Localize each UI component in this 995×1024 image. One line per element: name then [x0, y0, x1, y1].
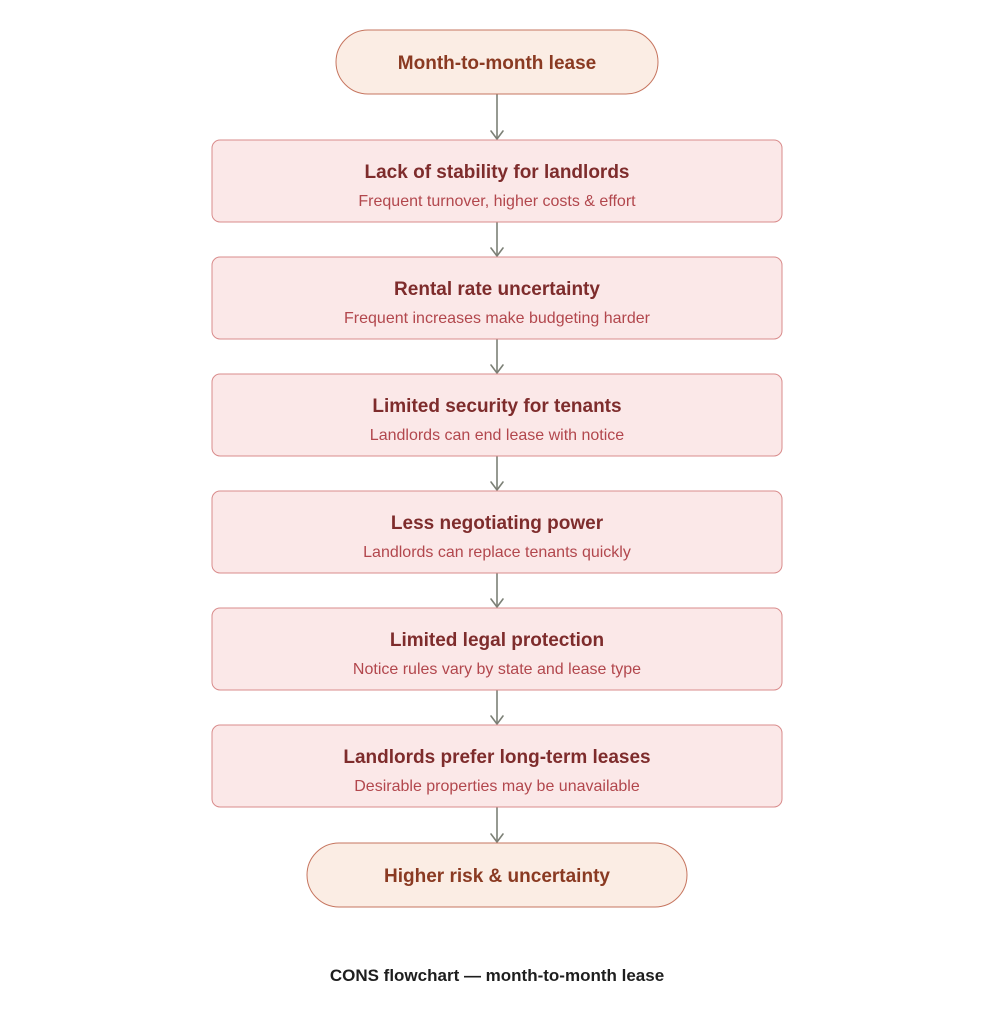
arrowhead-icon — [490, 130, 504, 140]
connector-start-step1 — [490, 94, 504, 140]
step-node-6: Landlords prefer long-term leases Desira… — [211, 724, 783, 808]
arrowhead-icon — [490, 715, 504, 725]
start-node: Month-to-month lease — [335, 29, 659, 95]
step-title: Limited legal protection — [390, 630, 604, 651]
step-title: Limited security for tenants — [372, 396, 621, 417]
step-title: Lack of stability for landlords — [365, 162, 630, 183]
step-subtitle: Landlords can end lease with notice — [370, 427, 624, 444]
connector-step5-step6 — [490, 690, 504, 725]
step-subtitle: Landlords can replace tenants quickly — [363, 544, 631, 561]
step-subtitle: Notice rules vary by state and lease typ… — [353, 661, 641, 678]
step-node-4: Less negotiating power Landlords can rep… — [211, 490, 783, 574]
connector-step3-step4 — [490, 456, 504, 491]
start-node-label: Month-to-month lease — [398, 53, 596, 74]
step-title: Less negotiating power — [391, 513, 604, 534]
connector-step1-step2 — [490, 222, 504, 257]
arrowhead-icon — [490, 481, 504, 491]
connector-step4-step5 — [490, 573, 504, 608]
connector-step2-step3 — [490, 339, 504, 374]
step-node-2: Rental rate uncertainty Frequent increas… — [211, 256, 783, 340]
step-title: Landlords prefer long-term leases — [343, 747, 650, 768]
step-node-3: Limited security for tenants Landlords c… — [211, 373, 783, 457]
arrowhead-icon — [490, 833, 504, 843]
arrowhead-icon — [490, 598, 504, 608]
connector-step6-end — [490, 807, 504, 843]
arrowhead-icon — [490, 247, 504, 257]
step-node-1: Lack of stability for landlords Frequent… — [211, 139, 783, 223]
step-title: Rental rate uncertainty — [394, 279, 600, 300]
step-node-5: Limited legal protection Notice rules va… — [211, 607, 783, 691]
diagram-caption: CONS flowchart — month-to-month lease — [330, 966, 664, 985]
step-subtitle: Frequent turnover, higher costs & effort — [358, 193, 636, 210]
arrowhead-icon — [490, 364, 504, 374]
step-subtitle: Desirable properties may be unavailable — [354, 778, 640, 795]
end-node: Higher risk & uncertainty — [306, 842, 688, 908]
step-subtitle: Frequent increases make budgeting harder — [344, 310, 651, 327]
end-node-label: Higher risk & uncertainty — [384, 866, 610, 887]
